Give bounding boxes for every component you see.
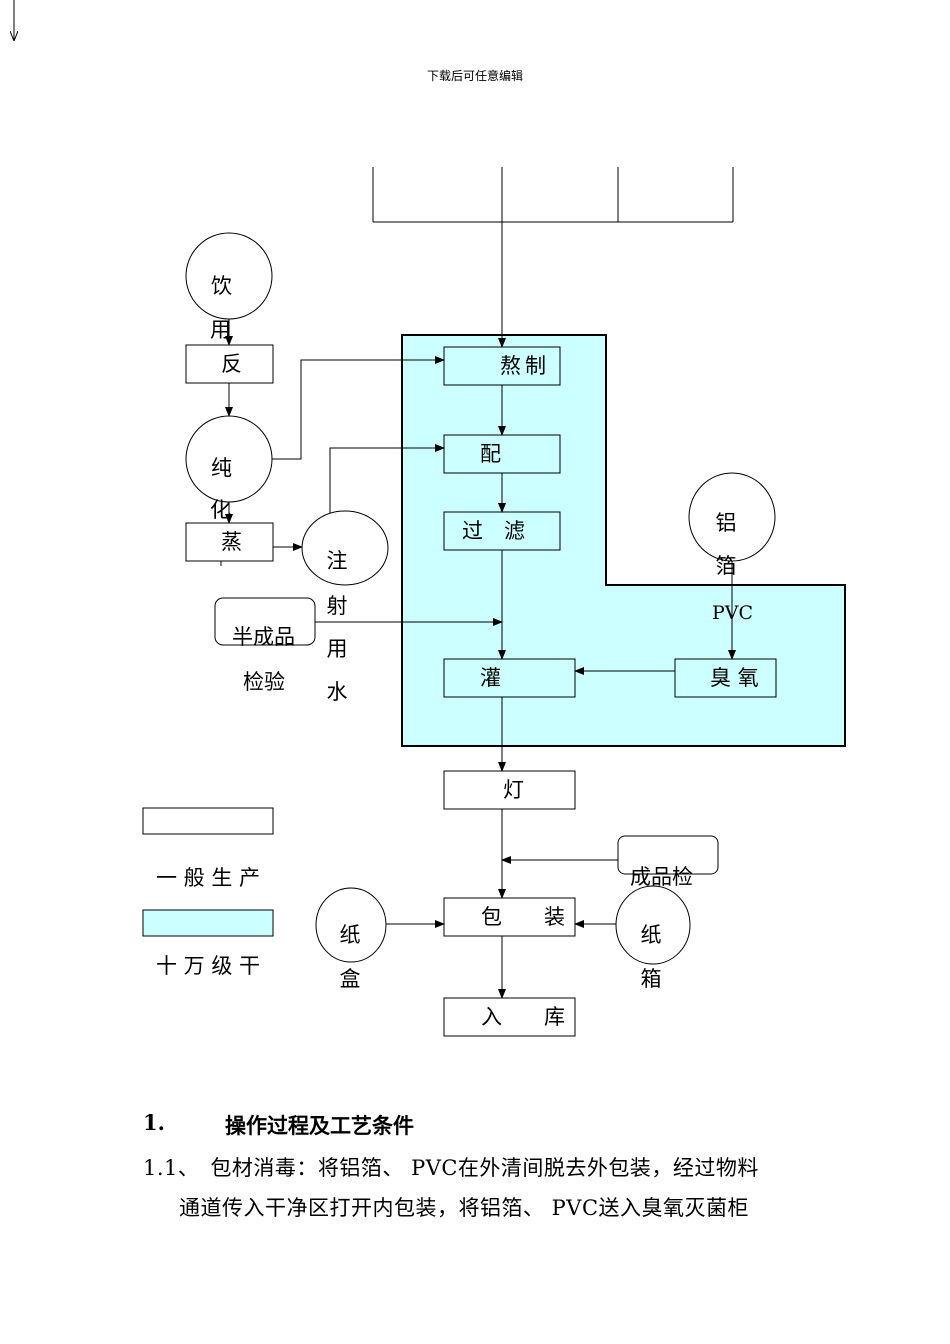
box-steam: [185, 522, 274, 562]
label-lamp: 灯: [503, 778, 524, 802]
label-foil-3: PVC: [712, 602, 754, 624]
box-lamp: [443, 770, 576, 810]
legend-general-swatch: [142, 807, 274, 835]
label-drinking-tail: 用: [210, 318, 231, 342]
box-mix: [443, 434, 561, 474]
circle-carton-case: [615, 885, 691, 965]
label-drinking: 饮: [211, 274, 232, 298]
raw-material-bracket: [372, 167, 734, 223]
label-carton-box-1: 纸: [339, 923, 361, 947]
label-semi-inspect-tail: 检验: [243, 670, 285, 694]
legend-clean-swatch: [142, 909, 274, 937]
label-filter: 过 滤: [462, 519, 525, 543]
box-final-inspect: [617, 835, 719, 875]
label-store: 入 库: [481, 1005, 565, 1029]
label-pure-tail: 化: [210, 498, 231, 522]
legend-general-label: 一 般 生 产: [156, 866, 261, 890]
section-number: 1.: [143, 1110, 165, 1135]
label-foil-1: 铝: [715, 511, 737, 535]
label-reverse: 反: [221, 352, 242, 376]
label-mix: 配: [480, 442, 501, 466]
paragraph-line-2: 通道传入干净区打开内包装，将铝箔、 PVC送入臭氧灭菌柜: [179, 1196, 750, 1220]
label-pack: 包 装: [481, 905, 565, 929]
label-injection-1: 注: [326, 549, 348, 573]
box-reverse: [185, 344, 274, 384]
box-store: [443, 997, 576, 1037]
header-note: 下载后可任意编辑: [426, 69, 523, 83]
label-ozone: 臭 氧: [710, 666, 759, 690]
label-carton-box-2: 盒: [339, 967, 361, 991]
label-fill: 灌: [480, 666, 501, 690]
label-injection-2: 射: [326, 594, 348, 618]
label-foil-2: 箔: [715, 554, 737, 578]
box-fill: [443, 658, 576, 698]
process-flow-diagram: [0, 0, 846, 1037]
section-title: 操作过程及工艺条件: [225, 1113, 414, 1138]
label-injection-3: 用: [326, 637, 348, 661]
label-carton-case-1: 纸: [640, 923, 662, 947]
paragraph-line-1: 1.1、 包材消毒：将铝箔、 PVC在外清间脱去外包装，经过物料: [143, 1156, 759, 1180]
box-pack: [443, 897, 576, 937]
legend-clean-label: 十 万 级 干: [156, 954, 261, 978]
label-carton-case-2: 箱: [640, 967, 662, 991]
box-filter: [443, 511, 561, 551]
label-pure: 纯: [211, 456, 232, 480]
label-steam: 蒸: [221, 530, 242, 554]
box-ozone: [674, 658, 777, 698]
label-boil: 熬制: [500, 354, 550, 378]
label-final-inspect: 成品检: [630, 865, 693, 889]
circle-carton-box: [315, 887, 387, 963]
label-injection-4: 水: [326, 680, 348, 704]
label-semi-inspect: 半成品: [232, 625, 295, 649]
